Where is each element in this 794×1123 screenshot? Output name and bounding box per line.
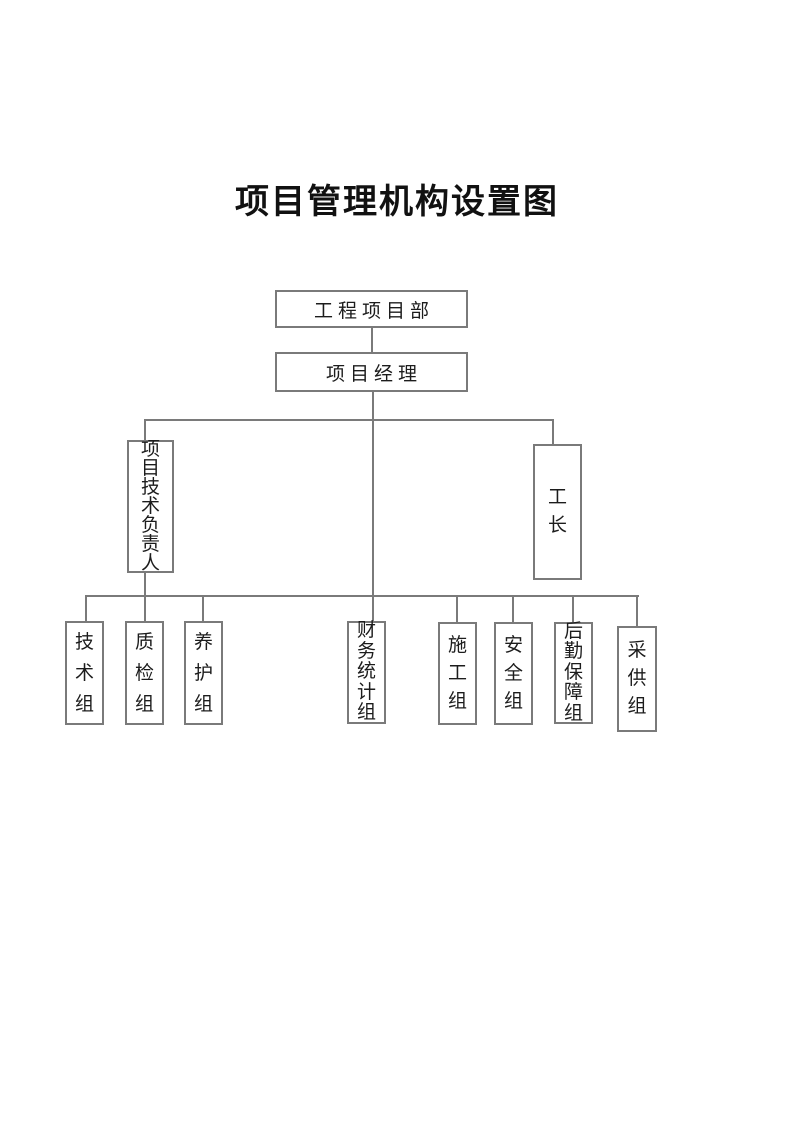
connector-drop-logistics [572, 595, 574, 622]
node-maintenance-group-label: 养 护 组 [193, 631, 213, 715]
connector-branch-bar [144, 419, 554, 421]
node-foreman-label: 工 长 [547, 487, 567, 536]
node-procurement-group: 采 供 组 [617, 626, 657, 732]
node-project-manager-label: 项目经理 [325, 363, 422, 385]
node-technical-group: 技 术 组 [65, 621, 104, 725]
connector-manager-center-drop [372, 392, 374, 621]
node-quality-group: 质 检 组 [125, 621, 164, 725]
connector-drop-maintenance [202, 595, 204, 621]
node-project-tech-lead-label: 项 目 技 术 负 责 人 [140, 439, 160, 574]
node-construction-group-label: 施 工 组 [447, 634, 467, 712]
node-project-department-label: 工程项目部 [313, 300, 434, 322]
connector-drop-procurement [636, 595, 638, 626]
node-logistics-group-label: 后 勤 保 障 组 [563, 620, 583, 724]
connector-drop-safety [512, 595, 514, 622]
node-safety-group-label: 安 全 组 [503, 634, 523, 712]
node-quality-group-label: 质 检 组 [134, 631, 154, 715]
node-project-manager: 项目经理 [275, 352, 468, 392]
connector-drop-construction [456, 595, 458, 622]
node-project-tech-lead: 项 目 技 术 负 责 人 [127, 440, 174, 573]
node-construction-group: 施 工 组 [438, 622, 477, 725]
node-procurement-group-label: 采 供 组 [627, 640, 647, 717]
node-safety-group: 安 全 组 [494, 622, 533, 725]
node-finance-stats-group: 财 务 统 计 组 [347, 621, 386, 724]
node-maintenance-group: 养 护 组 [184, 621, 223, 725]
node-foreman: 工 长 [533, 444, 582, 580]
node-technical-group-label: 技 术 组 [74, 631, 94, 715]
diagram-title: 项目管理机构设置图 [235, 184, 559, 221]
connector-drop-tech-lead [144, 419, 146, 440]
node-logistics-group: 后 勤 保 障 组 [554, 620, 593, 724]
connector-dept-to-manager [371, 328, 373, 352]
connector-drop-foreman [552, 419, 554, 444]
node-finance-stats-group-label: 财 务 统 计 组 [356, 620, 376, 724]
connector-tech-lead-to-bus [144, 573, 146, 621]
connector-bottom-bus [85, 595, 639, 597]
connector-drop-technical [85, 595, 87, 621]
node-project-department: 工程项目部 [275, 290, 468, 328]
